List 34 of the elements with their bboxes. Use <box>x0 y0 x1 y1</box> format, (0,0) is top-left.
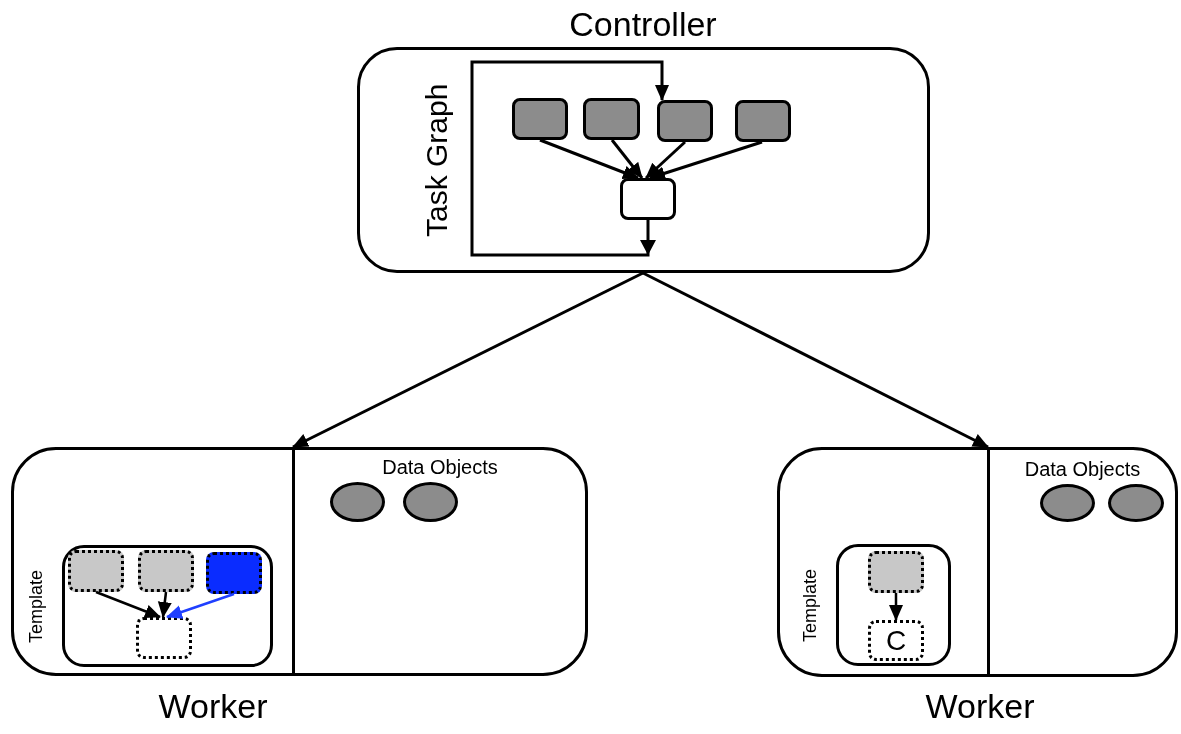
arrow <box>889 593 903 621</box>
task-graph-label: Task Graph <box>420 82 453 239</box>
template-label: Template <box>27 568 47 645</box>
controller-label: Controller <box>569 6 717 44</box>
task-box <box>136 617 192 659</box>
arrow <box>649 140 763 181</box>
arrow <box>645 140 686 180</box>
data-object-ellipse <box>403 482 458 522</box>
task-box <box>868 551 924 593</box>
task-box <box>868 620 924 661</box>
task-box <box>206 552 262 594</box>
node-label: C <box>885 624 907 657</box>
arrow <box>166 592 235 619</box>
arrow <box>292 271 644 449</box>
data-objects-label: Data Objects <box>381 456 499 479</box>
data-object-ellipse <box>330 482 385 522</box>
arrow <box>157 591 172 618</box>
task-box <box>68 550 124 592</box>
arrow <box>95 590 161 619</box>
arrow <box>610 139 644 179</box>
data-object-ellipse <box>1108 484 1164 522</box>
worker-label: Worker <box>925 688 1035 726</box>
task-box <box>512 98 568 140</box>
task-box <box>583 98 640 140</box>
data-object-ellipse <box>1040 484 1095 522</box>
task-box <box>620 178 676 220</box>
arrow <box>539 138 639 180</box>
template-label: Template <box>801 567 821 644</box>
task-box <box>138 550 194 592</box>
task-box <box>657 100 713 142</box>
data-objects-label: Data Objects <box>1023 458 1142 481</box>
task-box <box>735 100 791 142</box>
worker-label: Worker <box>158 688 268 726</box>
arrow <box>642 271 989 449</box>
